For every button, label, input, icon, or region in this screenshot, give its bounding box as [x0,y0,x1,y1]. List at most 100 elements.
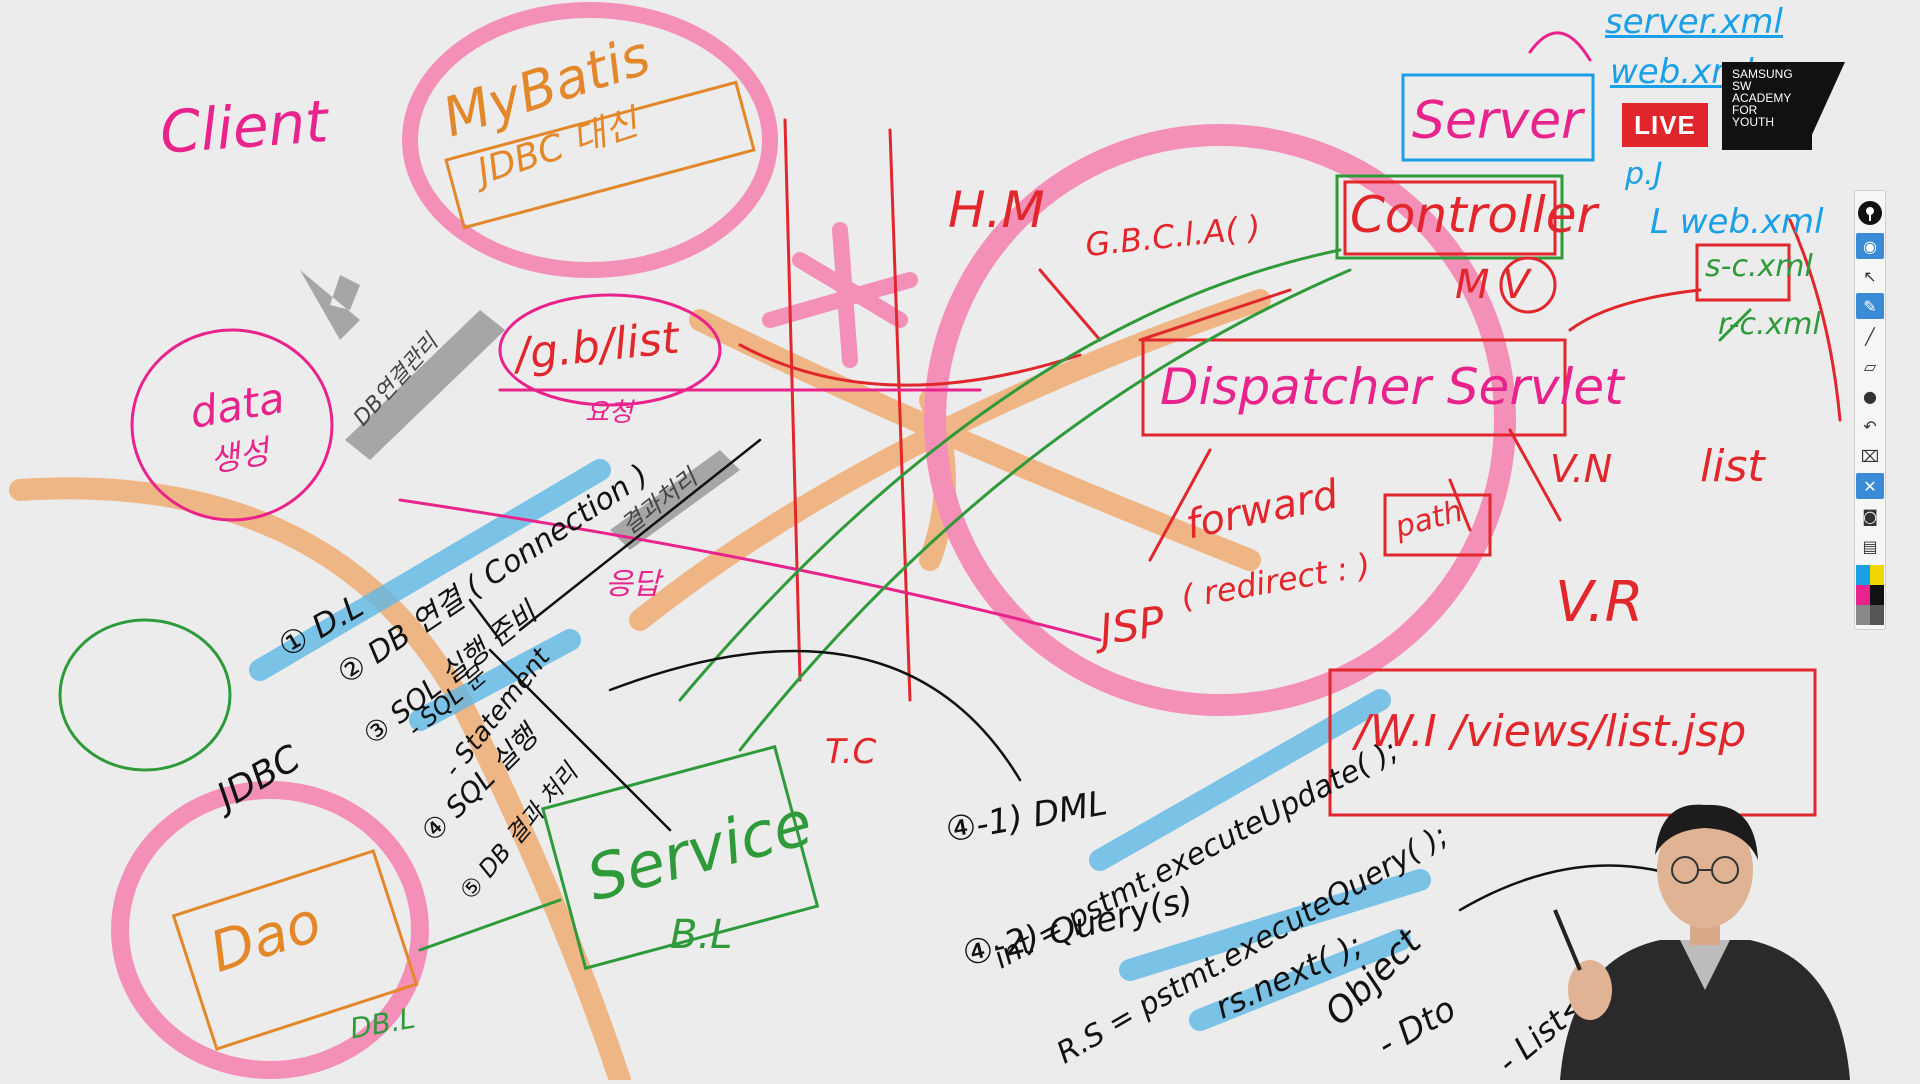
color-swatch-dark[interactable] [1870,605,1884,625]
orange-stroke [9,477,631,1080]
controller-box-outer [1335,174,1564,260]
color-swatch-yellow[interactable] [1870,565,1884,585]
dml-arrow [608,649,1022,782]
server-mark [1528,31,1592,62]
list-label: list [1700,441,1765,492]
live-badge: LIVE [1622,103,1708,147]
vn-arrow [1508,428,1562,522]
gray-db-marker [345,310,505,460]
vr-label: V.R [1555,570,1644,635]
academy-line: SAMSUNG [1732,67,1793,81]
gray-arrow-mark [300,270,360,340]
controller-box [1343,180,1557,256]
pin-icon[interactable] [1856,197,1884,229]
plus-mark [762,222,918,368]
side-stroke [1788,218,1842,422]
undo-icon[interactable]: ↶ [1863,416,1877,436]
instructor-figure [1553,804,1850,1080]
blue-highlight [1089,689,1391,871]
server-box [1401,73,1595,162]
academy-line: FOR [1732,103,1758,117]
gray-result-marker [610,450,740,550]
service-box [541,744,820,971]
dao-box [171,849,419,1051]
t-c-label: T.C [825,732,877,772]
academy-logo: SAMSUNG SW ACADEMY FOR YOUTH [1722,62,1812,150]
black-arrow [518,438,762,632]
color-swatch-blue[interactable] [1856,565,1870,585]
orange-stroke [629,289,1271,631]
client-label: Client [157,87,331,167]
sc-arrow [1568,288,1702,332]
academy-line: ACADEMY [1732,91,1792,105]
response-label: 응답 [605,567,661,602]
blue-highlight [1189,929,1411,1031]
dispatcher-box [1141,338,1567,437]
sc-label: s-c.xml [1705,249,1813,284]
response-arrow [398,498,1102,642]
vn-label: V.N [1550,447,1613,491]
server-xml-label: server.xml [1605,2,1784,42]
server-label: Server [1412,91,1583,151]
dao-circle [111,781,429,1079]
camera-icon[interactable]: ◙ [1862,506,1878,526]
spring-circle [924,124,1516,716]
path-box [1383,493,1492,557]
controller-label: Controller [1350,186,1598,244]
pen-toolbar: ◉ ↖ ✎ ╱ ▱ ● ↶ ⌧ ✕ ◙ ▤ [1854,190,1886,630]
pj-label: p.J [1625,157,1663,192]
blue-highlight [249,459,611,681]
color-swatch-gray[interactable] [1856,605,1870,625]
academy-logo-wing [1805,62,1845,150]
url-ellipse [498,293,722,407]
request-arrow [738,343,1082,387]
forward-arrow [1148,448,1212,562]
cursor-icon[interactable]: ↖ [1863,266,1877,286]
clipboard-icon[interactable]: ▤ [1862,536,1878,556]
l-web-xml-label: L web.xml [1650,202,1824,242]
black-tick [468,598,502,642]
v-circle [1499,256,1557,314]
trash-icon[interactable]: ⌧ [1860,446,1880,466]
color-swatch-black[interactable] [1870,585,1884,605]
clear-icon[interactable]: ✕ [1856,473,1884,499]
sc-box [1695,243,1791,302]
mybatis-circle [402,2,778,278]
service-arrow [678,248,1342,702]
mv-label: M V [1455,262,1530,308]
views-box [1328,668,1817,817]
academy-line: YOUTH [1732,115,1774,129]
pen-icon[interactable]: ✎ [1856,293,1884,319]
data-circle [130,328,334,522]
hm-arrow [1138,288,1292,342]
red-divider [888,128,912,702]
color-swatch-pink[interactable] [1856,585,1870,605]
dispatcher-label: Dispatcher Servlet [1160,358,1624,416]
instructor-video [1540,790,1870,1080]
url-sub-label: 요청 [585,398,633,428]
service-arrow [738,268,1352,752]
data-sub-label: 생성 [207,432,272,480]
red-divider [783,118,802,682]
dot-icon[interactable]: ● [1863,386,1877,406]
blue-highlight [1119,869,1431,981]
db-cylinder [58,618,232,772]
black-box-edge [488,648,672,832]
dao-arrow [418,898,562,952]
mybatis-sub-box [444,80,756,230]
views-path-label: /W.I /views/list.jsp [1355,706,1747,757]
rc-mark [1718,308,1752,342]
hm-label: H.M [948,181,1045,239]
b-l-label: B.L [670,912,733,958]
rc-label: r-c.xml [1718,307,1821,342]
hm-arrow [1038,268,1102,342]
eye-icon[interactable]: ◉ [1856,233,1884,259]
path-arrow [1448,478,1472,532]
color-palette[interactable] [1856,565,1884,625]
blue-highlight [409,629,581,731]
eraser-icon[interactable]: ▱ [1863,356,1877,376]
line-icon[interactable]: ╱ [1865,326,1875,346]
jsp-label: JSP [1096,596,1168,655]
